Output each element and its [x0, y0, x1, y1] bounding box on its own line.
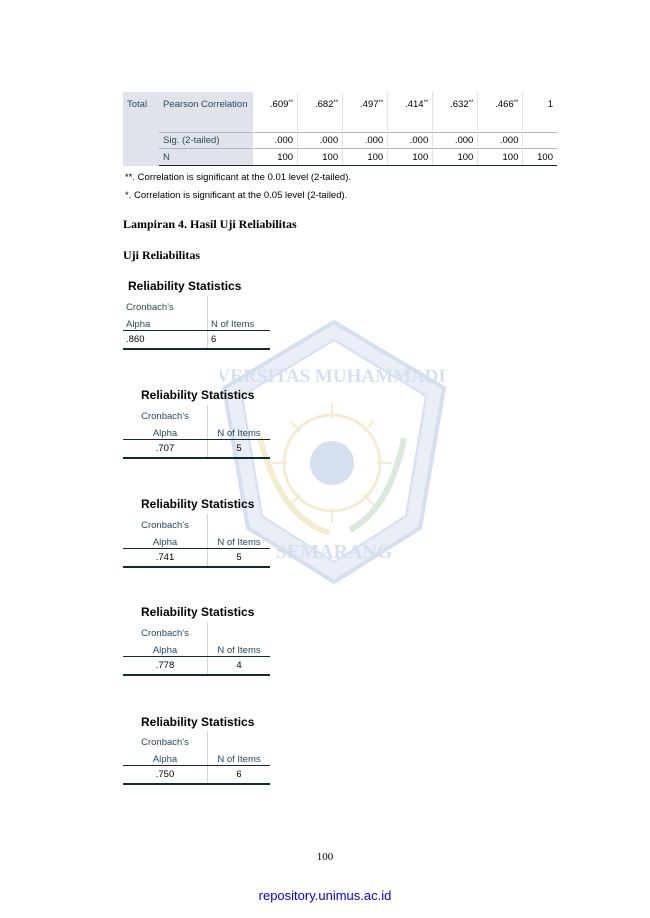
footnote-significance-005: *. Correlation is significant at the 0.0…	[125, 190, 348, 201]
table-cell: .000	[251, 132, 298, 149]
col-header: N of Items	[207, 639, 270, 657]
table-cell: .632**	[432, 92, 478, 133]
reliability-title: Reliability Statistics	[141, 605, 255, 619]
n-items-value: 5	[207, 439, 270, 459]
row-label: N	[159, 148, 253, 166]
table-cell: 100	[297, 148, 343, 166]
table-cell: .000	[432, 132, 478, 149]
n-items-value: 6	[207, 765, 270, 785]
section-subheading: Uji Reliabilitas	[123, 248, 200, 262]
col-header: Cronbach's	[123, 514, 208, 531]
reliability-title: Reliability Statistics	[141, 388, 255, 402]
col-header: N of Items	[207, 748, 270, 766]
alpha-value: .750	[123, 765, 208, 785]
col-header: Alpha	[123, 531, 208, 549]
n-items-value: 6	[207, 330, 270, 350]
alpha-value: .741	[123, 548, 208, 568]
table-cell: .497**	[342, 92, 388, 133]
seal-bottom-text: SEMARANG	[276, 541, 393, 563]
row-group-label: Total	[123, 92, 159, 166]
alpha-value: .860	[123, 330, 208, 350]
col-header: Alpha	[123, 639, 208, 657]
col-header: N of Items	[207, 531, 270, 549]
university-seal-watermark: UNIVERSITAS MUHAMMADIYAH SEMARANG	[220, 319, 448, 585]
row-label: Pearson Correlation	[159, 92, 253, 133]
table-row: Total Pearson Correlation .609** .682** …	[123, 92, 557, 166]
table-row: Sig. (2-tailed) .000 .000 .000 .000 .000…	[123, 132, 557, 149]
reliability-title: Reliability Statistics	[141, 715, 255, 729]
col-header: N of Items	[207, 422, 270, 440]
table-cell: 1	[522, 92, 557, 133]
table-cell: .000	[387, 132, 433, 149]
n-items-value: 4	[207, 656, 270, 676]
alpha-value: .778	[123, 656, 208, 676]
appendix-heading: Lampiran 4. Hasil Uji Reliabilitas	[123, 217, 297, 231]
col-header: Cronbach's	[123, 731, 208, 748]
col-header: Alpha	[123, 748, 208, 766]
table-cell	[522, 132, 557, 149]
table-row: N 100 100 100 100 100 100 100	[123, 148, 557, 166]
col-header: Cronbach's	[123, 405, 208, 422]
table-cell: 100	[522, 148, 557, 166]
table-cell: .609**	[251, 92, 298, 133]
page-number: 100	[316, 851, 334, 863]
footnote-significance-001: **. Correlation is significant at the 0.…	[125, 172, 352, 183]
col-header: N of Items	[207, 313, 270, 331]
alpha-value: .707	[123, 439, 208, 459]
table-cell: .000	[342, 132, 388, 149]
col-header: Cronbach's	[123, 622, 208, 639]
table-cell: 100	[387, 148, 433, 166]
n-items-value: 5	[207, 548, 270, 568]
table-cell: 100	[432, 148, 478, 166]
repository-link[interactable]: repository.unimus.ac.id	[258, 888, 392, 903]
reliability-title: Reliability Statistics	[141, 497, 255, 511]
table-cell: .000	[477, 132, 523, 149]
table-cell: .682**	[297, 92, 343, 133]
table-cell: 100	[477, 148, 523, 166]
table-cell: .000	[297, 132, 343, 149]
table-cell: 100	[251, 148, 298, 166]
col-header: Alpha	[123, 422, 208, 440]
table-cell: .414**	[387, 92, 433, 133]
col-header: Cronbach's	[123, 296, 208, 313]
seal-top-text: UNIVERSITAS MUHAMMADIYAH	[220, 366, 448, 387]
col-header: Alpha	[123, 313, 208, 331]
table-cell: 100	[342, 148, 388, 166]
table-cell: .466**	[477, 92, 523, 133]
correlation-table: Total Pearson Correlation .609** .682** …	[123, 92, 557, 166]
reliability-title: Reliability Statistics	[128, 279, 242, 293]
row-label: Sig. (2-tailed)	[159, 132, 253, 149]
